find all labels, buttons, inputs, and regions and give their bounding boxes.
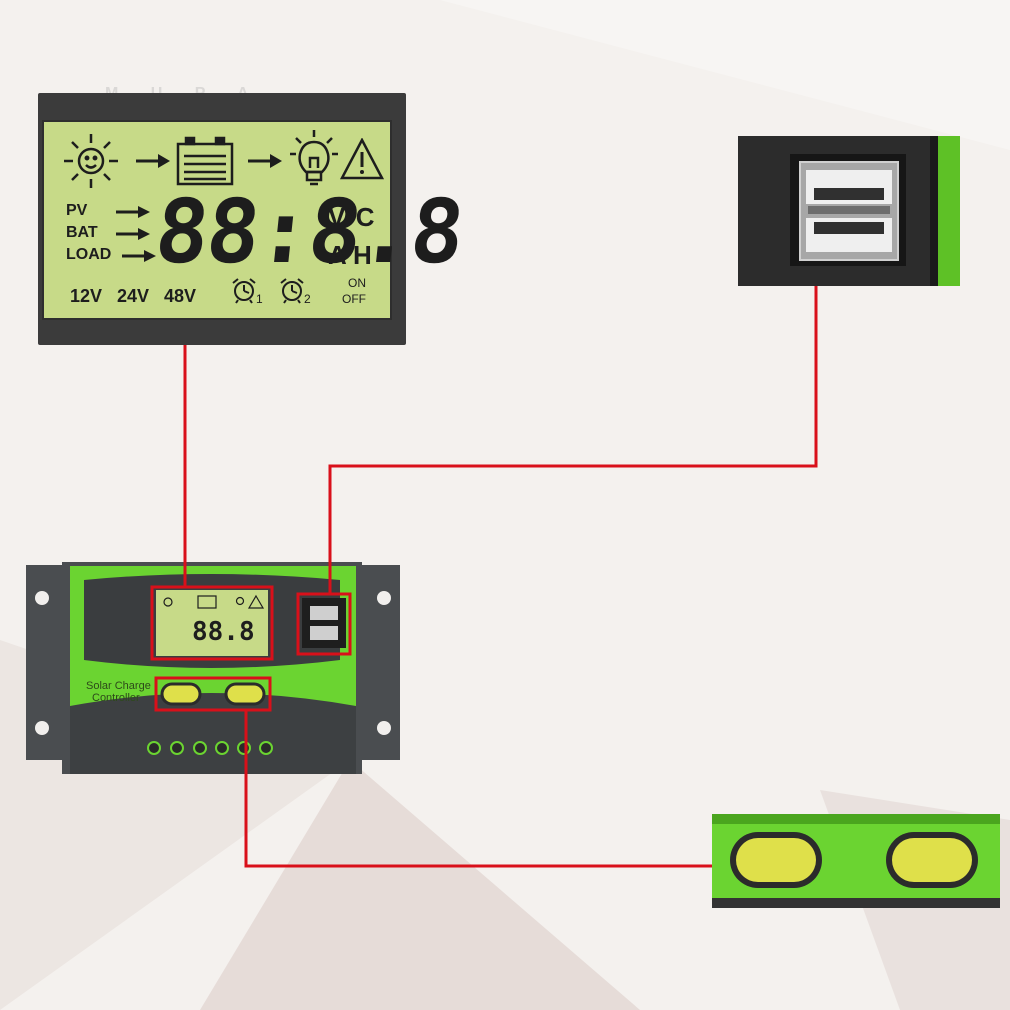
load-arrow-icon bbox=[122, 250, 156, 262]
voltage-12v: 12V bbox=[70, 286, 103, 306]
off-label: OFF bbox=[342, 292, 366, 306]
battery-icon bbox=[176, 136, 234, 186]
lcd-closeup-screen: PV BAT LOAD 88:8.8 V°C A H 12V 24V 48V 1… bbox=[42, 120, 467, 320]
voltage-48v: 48V bbox=[164, 286, 197, 306]
pv-arrow-icon bbox=[116, 206, 150, 218]
usb-port-icon bbox=[738, 136, 960, 286]
on-label: ON bbox=[348, 276, 366, 290]
controller-label-line1: Solar Charge bbox=[86, 680, 151, 692]
bat-label: BAT bbox=[66, 224, 98, 241]
unit-ah: A H bbox=[328, 240, 372, 270]
warning-icon bbox=[340, 138, 384, 180]
usb-closeup bbox=[738, 136, 960, 286]
arrow-right-icon bbox=[136, 154, 170, 168]
svg-text:88.8: 88.8 bbox=[192, 617, 255, 647]
sun-icon bbox=[64, 134, 118, 188]
pv-label: PV bbox=[66, 202, 88, 219]
timer-1-label: 1 bbox=[256, 292, 263, 306]
unit-vc: V°C bbox=[328, 202, 375, 232]
controller-label-line2: Controller bbox=[92, 692, 140, 704]
alarm-clock-icon bbox=[232, 278, 256, 304]
timer-2-label: 2 bbox=[304, 292, 311, 306]
voltage-24v: 24V bbox=[117, 286, 150, 306]
alarm-clock-icon bbox=[280, 278, 304, 304]
buttons-closeup bbox=[712, 814, 1000, 908]
bulb-icon bbox=[290, 130, 338, 186]
arrow-right-icon bbox=[248, 154, 282, 168]
bat-arrow-icon bbox=[116, 228, 150, 240]
buttons-closeup-art bbox=[712, 814, 1000, 908]
load-label: LOAD bbox=[66, 246, 112, 263]
